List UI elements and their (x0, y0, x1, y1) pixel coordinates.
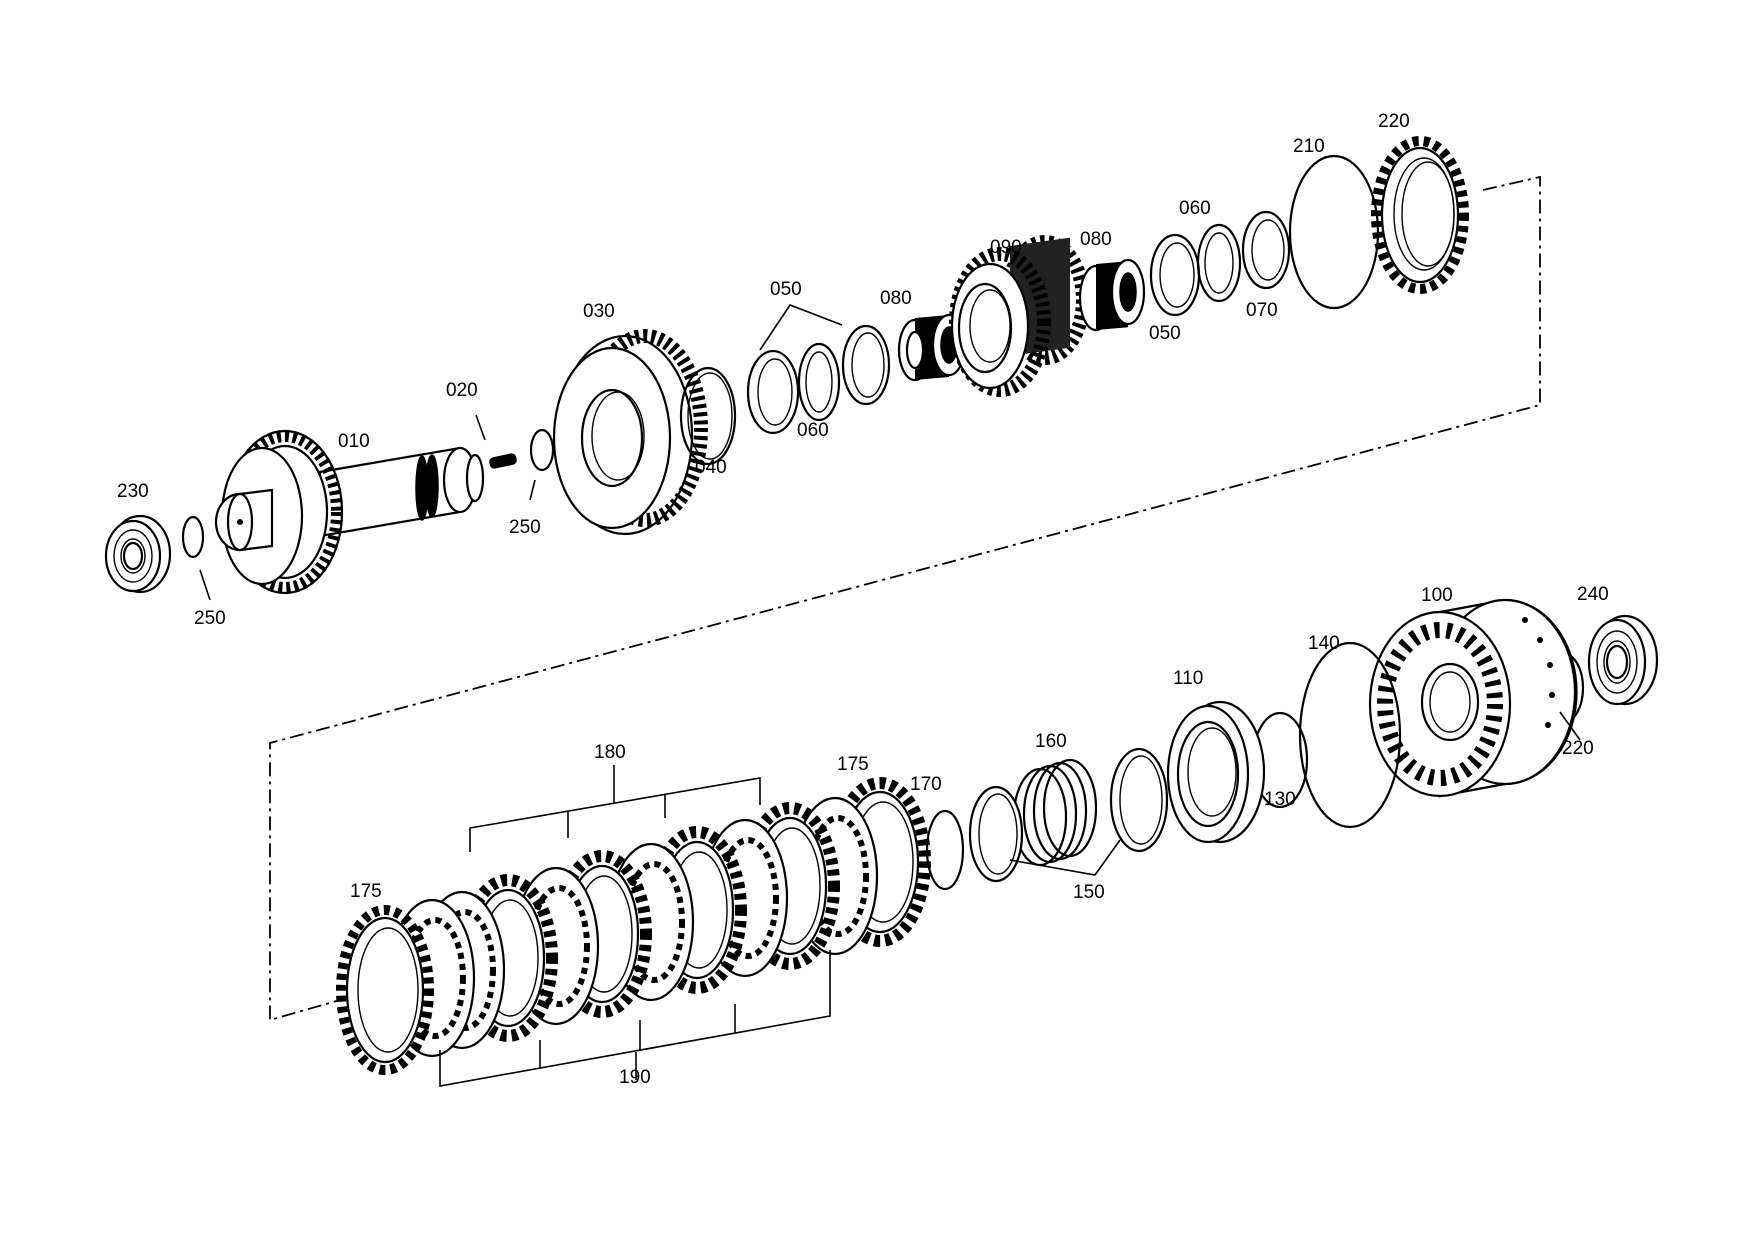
part-labels: 010 020 030 040 050 060 080 090 080 050 … (117, 111, 1609, 1088)
ring-060-right[interactable] (1196, 223, 1242, 303)
label-150: 150 (1073, 882, 1105, 903)
label-250-left: 250 (194, 608, 226, 629)
disc-220-upper[interactable] (1371, 136, 1469, 294)
label-210: 210 (1293, 136, 1325, 157)
bearing-240[interactable] (1587, 614, 1659, 706)
label-110: 110 (1173, 668, 1203, 689)
snap-ring-250-left[interactable] (181, 515, 205, 559)
label-220-lower: 220 (1562, 738, 1594, 759)
snap-ring-040[interactable] (679, 366, 737, 466)
label-090: 090 (990, 237, 1022, 258)
clutch-drum-100[interactable] (1368, 598, 1578, 798)
assembly-connector-line (269, 175, 1541, 1022)
label-080-left: 080 (880, 288, 912, 309)
label-040: 040 (695, 457, 727, 478)
washer-050-far[interactable] (1149, 233, 1201, 317)
label-020: 020 (446, 380, 478, 401)
retaining-ring-150-right[interactable] (1109, 747, 1169, 853)
bearing-230[interactable] (104, 514, 172, 594)
end-plate-175-left[interactable] (336, 905, 434, 1075)
label-230: 230 (117, 481, 149, 502)
needle-bearing-080-left[interactable] (897, 313, 967, 382)
label-100: 100 (1421, 585, 1453, 606)
label-180: 180 (594, 742, 626, 763)
piston-110[interactable] (1166, 700, 1266, 844)
o-ring-140[interactable] (1298, 641, 1402, 829)
needle-bearing-080-right[interactable] (1078, 258, 1146, 332)
retaining-ring-150-left[interactable] (968, 785, 1024, 883)
label-070: 070 (1246, 300, 1278, 321)
washer-050-left[interactable] (746, 349, 800, 435)
spring-160[interactable] (1012, 758, 1098, 867)
label-240: 240 (1577, 584, 1609, 605)
label-160: 160 (1035, 731, 1067, 752)
leader-lines (199, 304, 1581, 1087)
label-130: 130 (1264, 789, 1296, 810)
label-190: 190 (619, 1067, 651, 1088)
ring-060-left[interactable] (797, 342, 841, 422)
label-175-left: 175 (350, 881, 382, 902)
label-050-top: 050 (770, 279, 802, 300)
label-010: 010 (338, 431, 370, 452)
washer-050-right[interactable] (841, 324, 891, 406)
label-175-right: 175 (837, 754, 869, 775)
label-080-right: 080 (1080, 229, 1112, 250)
label-170: 170 (910, 774, 942, 795)
snap-ring-170[interactable] (925, 809, 965, 891)
label-030: 030 (583, 301, 615, 322)
snap-ring-250-middle[interactable] (529, 428, 555, 472)
o-ring-210[interactable] (1288, 154, 1380, 310)
label-060-right: 060 (1179, 198, 1211, 219)
label-060-left: 060 (797, 420, 829, 441)
label-050-right: 050 (1149, 323, 1181, 344)
gear-030[interactable] (552, 329, 708, 536)
washer-070[interactable] (1241, 210, 1291, 290)
pin-020[interactable] (489, 453, 517, 469)
label-140: 140 (1308, 633, 1340, 654)
shaft-gear-010[interactable] (214, 429, 485, 595)
label-220-top: 220 (1378, 111, 1410, 132)
label-250-middle: 250 (509, 517, 541, 538)
gear-090[interactable] (949, 235, 1090, 397)
